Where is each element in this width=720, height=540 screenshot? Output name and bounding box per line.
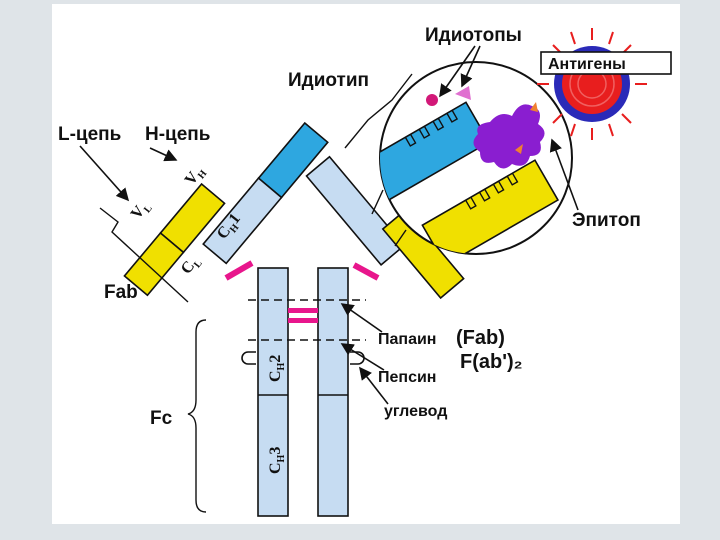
left-heavy-chain-stem	[257, 267, 289, 517]
carbohydrate-arrow	[359, 366, 389, 405]
ch2-label: CH2	[267, 355, 287, 382]
idiotope-marker	[426, 94, 438, 106]
fc-label: Fc	[150, 408, 173, 429]
idiotope-marker	[455, 86, 471, 100]
fab-bracket	[99, 207, 189, 303]
hinge-disulfide-bond	[288, 318, 318, 323]
h-chain-arrow	[149, 147, 178, 162]
epitope-arrow	[549, 138, 579, 211]
idiotope-arrow-2	[460, 45, 481, 88]
hinge-disulfide-bond	[288, 308, 318, 313]
carbohydrate-left	[241, 351, 256, 365]
interchain-disulfide-left	[224, 260, 254, 281]
pepsin-arrow	[340, 343, 385, 371]
ch1-domain	[202, 177, 283, 265]
cl-domain	[123, 231, 185, 297]
pepsin-label: Пепсин	[378, 369, 436, 386]
papain-arrow	[340, 303, 383, 333]
l-chain-label: L-цепь	[58, 124, 121, 145]
idiotopes-label: Идиотопы	[425, 25, 522, 46]
left-light-chain	[123, 182, 226, 297]
fab-label: Fab	[104, 282, 138, 303]
fab2-fragment-label: F(ab')₂	[460, 351, 523, 373]
papain-label: Папаин	[378, 331, 436, 348]
fc-bracket	[187, 319, 207, 513]
carbohydrate-label: углевод	[384, 403, 447, 420]
interchain-disulfide-right	[352, 262, 380, 281]
antigens-label-box	[540, 51, 672, 75]
magnified-heavy-domain	[380, 101, 491, 204]
antigen-epitope-blob	[473, 104, 545, 169]
ch3-label: CH3	[267, 447, 287, 474]
l-chain-arrow	[79, 145, 130, 202]
epitope-label: Эпитоп	[572, 210, 641, 231]
idiotype-bracket	[344, 73, 413, 149]
idiotope-arrow-1	[439, 45, 476, 98]
fab-fragment-label: (Fab)	[456, 327, 505, 349]
antigens-label: Антигены	[548, 56, 626, 73]
magnified-view	[371, 61, 573, 255]
right-heavy-arm	[305, 155, 406, 267]
idiotype-label: Идиотип	[288, 70, 369, 91]
h-chain-label: H-цепь	[145, 124, 210, 145]
left-heavy-arm	[202, 121, 329, 265]
